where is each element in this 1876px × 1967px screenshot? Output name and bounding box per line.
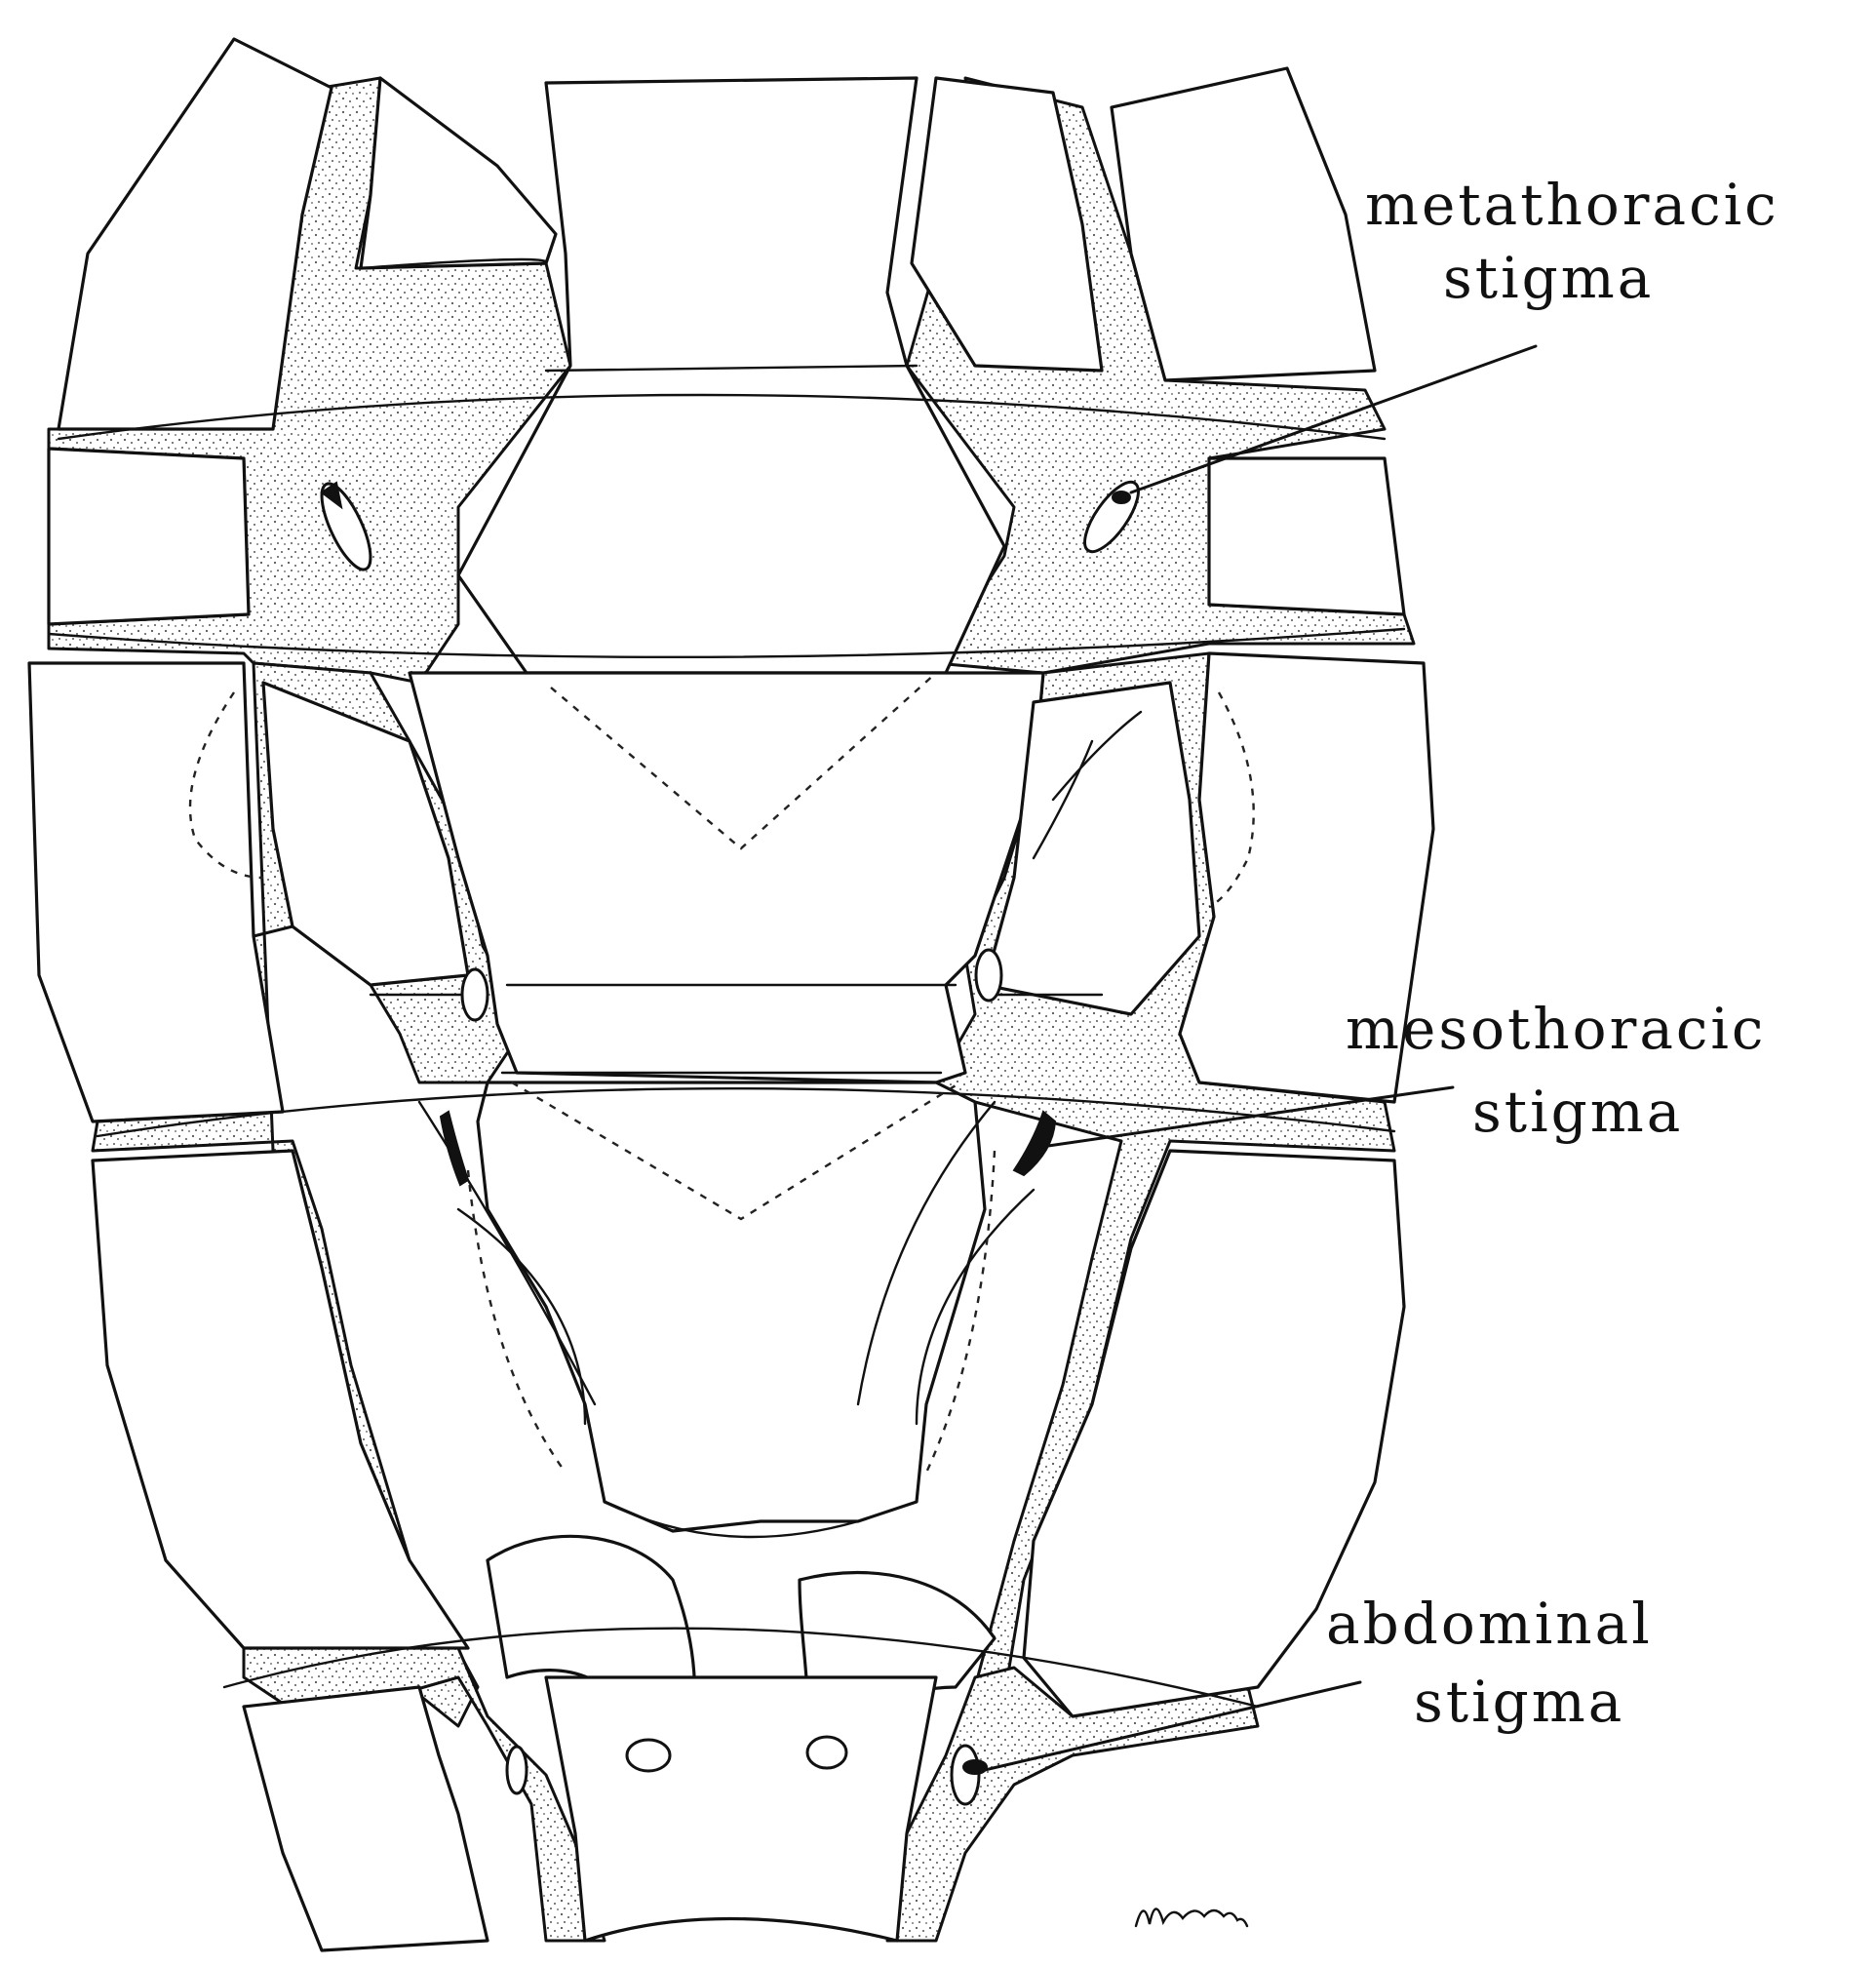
right-outer-plate-1: [1112, 68, 1375, 380]
artist-signature: [1136, 1908, 1247, 1926]
sclerite-plates: [29, 39, 1433, 1950]
left-mesothoracic-stigma: [462, 969, 488, 1020]
right-mesothoracic-stigma: [976, 950, 1001, 1001]
left-outer-plate-4: [93, 1151, 468, 1648]
metathoracic-label-line2: stigma: [1443, 245, 1654, 311]
left-inner-plate-upper: [361, 78, 556, 268]
abdominal-label-line2: stigma: [1414, 1669, 1624, 1735]
central-sternum-middle: [410, 673, 1043, 1082]
metathoracic-label-line1: metathoracic: [1365, 172, 1779, 238]
right-abdominal-stigma: [952, 1746, 979, 1804]
abdominal-central-plate: [546, 1677, 936, 1941]
left-outer-plate-2: [49, 449, 249, 624]
left-outer-plate-3: [29, 663, 283, 1121]
abdominal-label-line1: abdominal: [1326, 1591, 1653, 1657]
left-outer-plate-5: [244, 1687, 488, 1950]
right-outer-plate-2: [1209, 458, 1404, 614]
mesothoracic-label-line1: mesothoracic: [1346, 996, 1766, 1062]
left-abdominal-stigma: [507, 1747, 527, 1793]
mesothoracic-label-line2: stigma: [1472, 1079, 1683, 1145]
